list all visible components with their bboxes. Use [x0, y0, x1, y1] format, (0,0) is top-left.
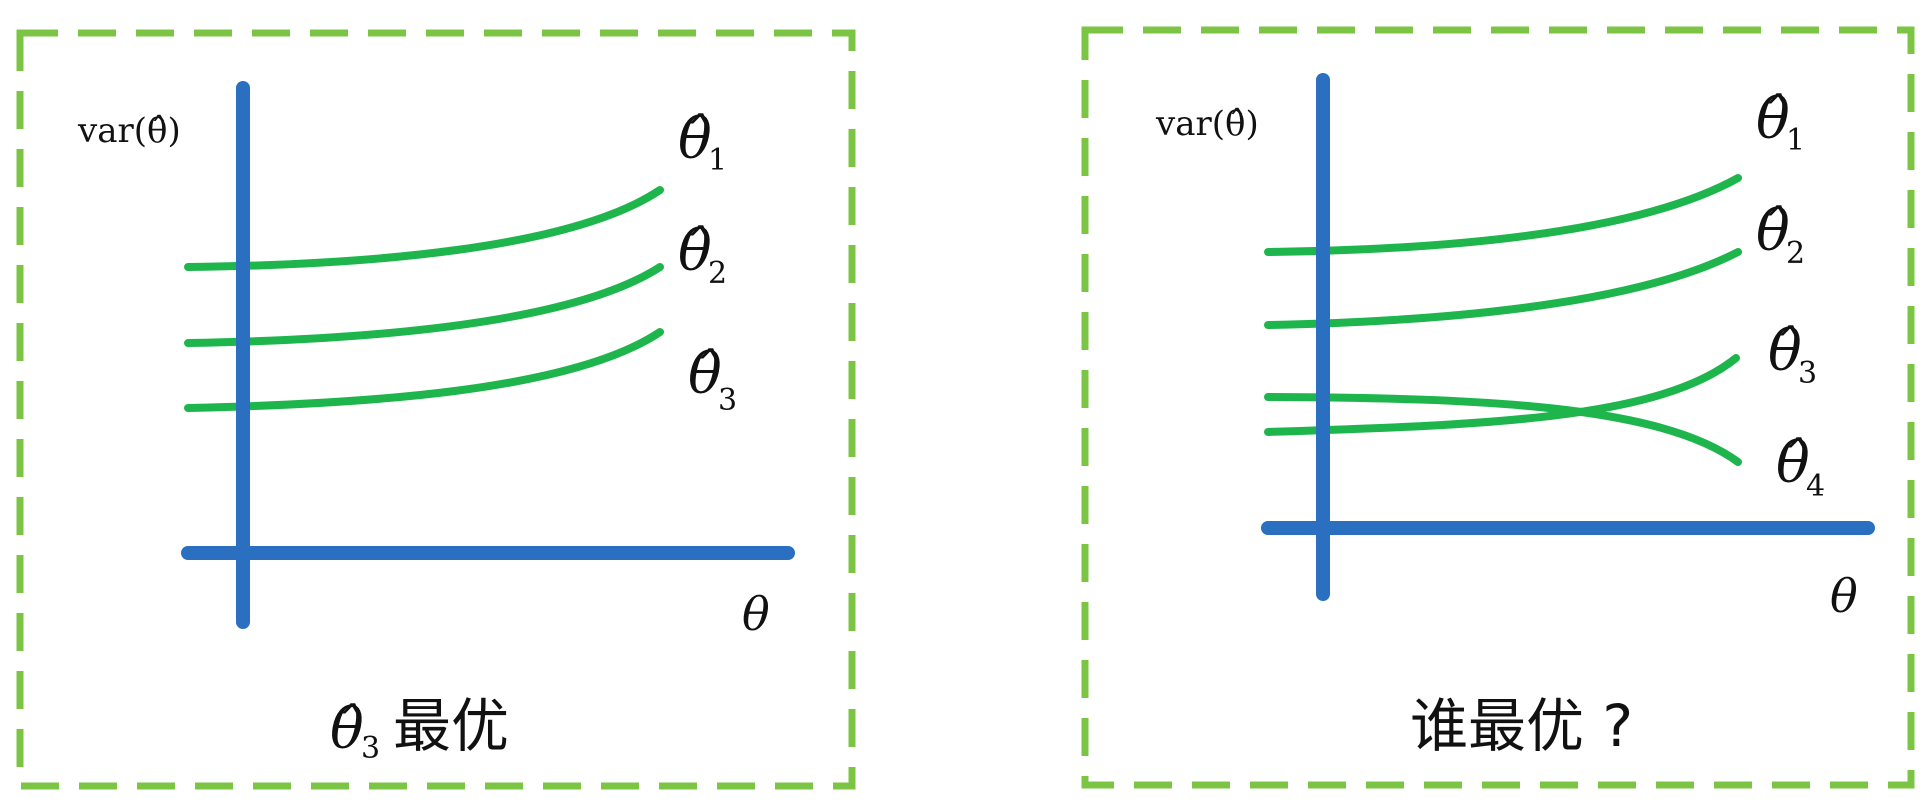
right-curve-theta1	[1264, 174, 1742, 256]
estimator-index: 4	[1806, 469, 1825, 504]
right-estimator-label-3: θ̂ 3	[1768, 319, 1817, 391]
right-panel: var(θ̂) θ̂ 1 θ̂ 2 θ̂ 3 θ̂ 4 θ 谁最优 ?	[1081, 26, 1915, 789]
left-estimator-label-1: θ̂ 1	[678, 107, 727, 178]
left-estimator-label-3: θ̂ 3	[688, 342, 737, 418]
left-panel: var(θ̂) θ̂ 1 θ̂ 2 θ̂ 3 θ θ̂ 3 最优	[16, 29, 856, 790]
left-curve-theta2	[184, 263, 664, 347]
estimator-symbol: θ̂	[678, 107, 712, 172]
left-curve-theta3	[184, 328, 664, 412]
estimator-symbol: θ̂	[1756, 87, 1790, 152]
estimator-index: 1	[708, 143, 727, 178]
left-estimator-label-2: θ̂ 2	[678, 219, 727, 291]
right-curve-theta2	[1264, 248, 1742, 329]
caption-index: 3	[361, 731, 380, 766]
right-estimator-label-4: θ̂ 4	[1776, 431, 1825, 504]
left-caption: θ̂ 3 最优	[330, 692, 509, 766]
estimator-symbol: θ̂	[1776, 431, 1810, 496]
estimator-symbol: θ̂	[688, 342, 722, 407]
estimator-index: 2	[708, 256, 727, 291]
right-y-axis-label: var(θ̂)	[1155, 104, 1259, 144]
right-panel-frame	[1081, 26, 1915, 789]
right-estimator-label-1: θ̂ 1	[1756, 87, 1805, 158]
caption-symbol: θ̂	[330, 697, 364, 762]
estimator-index: 3	[1798, 356, 1817, 391]
left-x-axis-label: θ	[742, 587, 770, 641]
estimator-index: 3	[718, 383, 737, 418]
estimator-symbol: θ̂	[678, 219, 712, 284]
estimator-index: 1	[1786, 123, 1805, 158]
estimator-symbol: θ̂	[1768, 319, 1802, 384]
caption-text: 最优	[393, 692, 509, 760]
estimator-index: 2	[1786, 236, 1805, 271]
right-estimator-label-2: θ̂ 2	[1756, 199, 1805, 271]
left-panel-frame	[16, 29, 856, 790]
right-curve-theta4	[1264, 393, 1742, 466]
left-y-axis-label: var(θ̂)	[77, 111, 181, 151]
right-caption-text: 谁最优 ?	[1410, 692, 1633, 760]
right-curve-theta3	[1264, 354, 1740, 436]
left-curve-theta1	[184, 186, 664, 271]
estimator-symbol: θ̂	[1756, 199, 1790, 264]
right-x-axis-label: θ	[1830, 569, 1858, 623]
